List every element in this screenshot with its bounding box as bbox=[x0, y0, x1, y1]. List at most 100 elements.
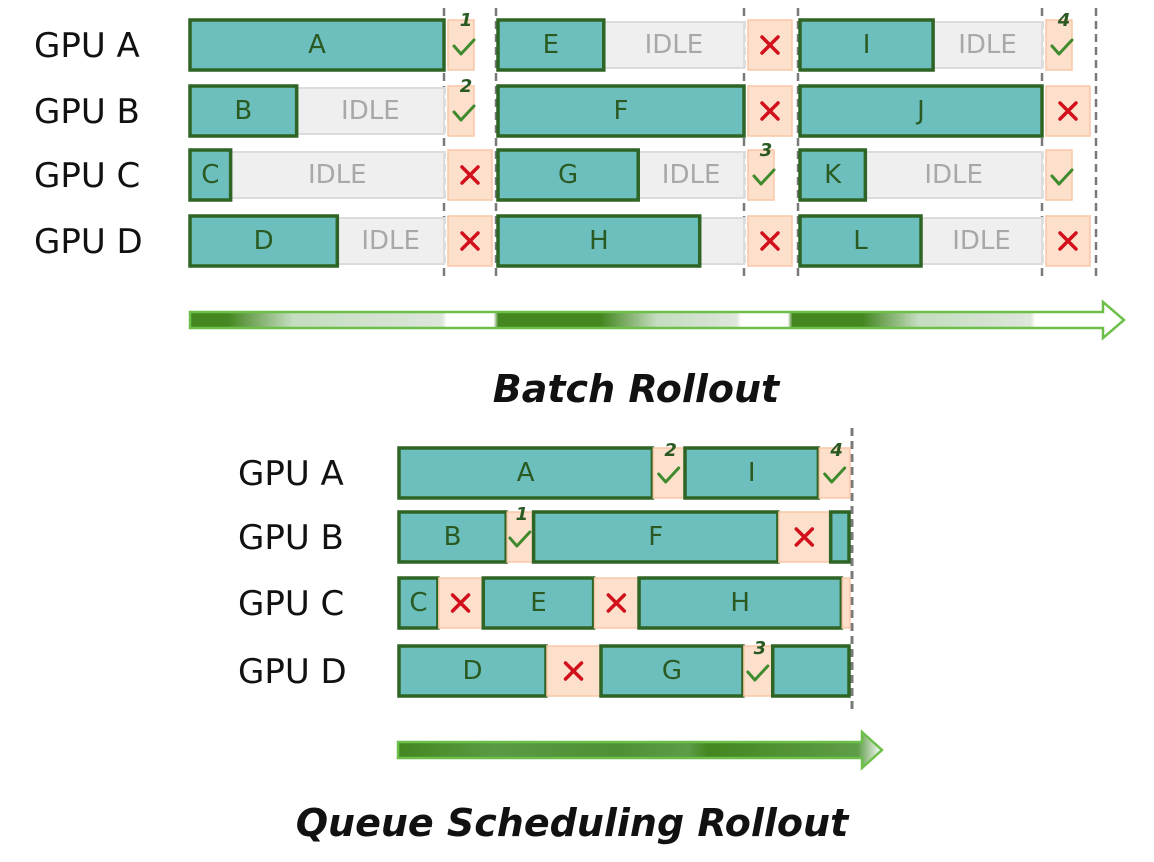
idle-label: IDLE bbox=[341, 96, 400, 126]
task-label: H bbox=[589, 226, 609, 256]
task-bar bbox=[798, 214, 923, 268]
task-bar bbox=[496, 148, 640, 202]
queue-arrow-shape bbox=[396, 729, 884, 771]
check-icon bbox=[1050, 168, 1074, 186]
task-label: F bbox=[648, 522, 663, 552]
task-bar bbox=[188, 18, 446, 72]
task-label: B bbox=[444, 522, 462, 552]
task-label: G bbox=[662, 656, 682, 686]
task-label: L bbox=[853, 226, 868, 256]
task-label: J bbox=[915, 96, 925, 126]
completion-order-label: 1 bbox=[516, 504, 529, 525]
gpu-label: GPU D bbox=[34, 222, 143, 262]
completion-order-label: 2 bbox=[664, 440, 677, 461]
task-bar bbox=[637, 576, 844, 630]
cross-icon bbox=[450, 593, 471, 613]
cross-icon bbox=[460, 165, 480, 185]
completion-order-label: 3 bbox=[760, 140, 773, 161]
gpu-label: GPU B bbox=[238, 518, 344, 558]
cross-icon bbox=[760, 101, 780, 121]
task-label: B bbox=[234, 96, 252, 126]
cross-icon bbox=[760, 231, 780, 251]
idle-label: IDLE bbox=[308, 160, 367, 190]
task-label: C bbox=[201, 160, 219, 190]
result-slot bbox=[818, 447, 851, 499]
cross-icon-stroke bbox=[794, 527, 815, 547]
check-icon bbox=[752, 168, 776, 186]
queue-row: B 1F bbox=[397, 504, 851, 564]
gpu-label: GPU C bbox=[34, 156, 140, 196]
completion-order-label: 4 bbox=[1057, 10, 1071, 31]
cross-icon-stroke bbox=[606, 593, 627, 613]
task-label: D bbox=[462, 656, 482, 686]
task-label: E bbox=[530, 588, 546, 618]
task-label: F bbox=[614, 96, 629, 126]
cross-icon-stroke bbox=[460, 231, 480, 251]
check-icon bbox=[508, 530, 532, 548]
batch-row: IDLE B 2 bbox=[188, 76, 476, 138]
task-bar bbox=[188, 148, 233, 202]
cross-icon-stroke bbox=[1058, 101, 1078, 121]
task-label: I bbox=[863, 30, 871, 60]
cross-icon bbox=[563, 661, 584, 681]
cross-icon bbox=[460, 231, 480, 251]
cross-icon bbox=[1058, 231, 1078, 251]
task-label: E bbox=[543, 30, 559, 60]
batch-rows: A1IDLEB2IDLECIDLEDIDLEEFIDLEG3HIDLEI4JID… bbox=[188, 10, 1091, 268]
check-icon bbox=[452, 104, 476, 122]
batch-row: A1 bbox=[188, 10, 476, 72]
check-icon bbox=[452, 38, 476, 56]
task-bar bbox=[496, 214, 702, 268]
cross-icon bbox=[794, 527, 815, 547]
task-label: A bbox=[308, 30, 326, 60]
cross-icon-stroke bbox=[760, 35, 780, 55]
idle-label: IDLE bbox=[958, 30, 1017, 60]
result-slot bbox=[1045, 149, 1073, 201]
task-label: K bbox=[824, 160, 842, 190]
completion-order-label: 1 bbox=[460, 10, 473, 31]
gpu-label: GPU A bbox=[34, 26, 140, 66]
cross-icon-stroke bbox=[1058, 231, 1078, 251]
batch-row: IDLE I 4 bbox=[798, 10, 1074, 72]
queue-rollout-title: Queue Scheduling Rollout bbox=[296, 801, 850, 845]
batch-row: H bbox=[496, 214, 793, 268]
task-bar bbox=[599, 644, 745, 698]
completion-order-label: 2 bbox=[460, 76, 473, 97]
task-bar bbox=[496, 84, 746, 138]
task-label: D bbox=[254, 226, 274, 256]
cross-icon bbox=[760, 35, 780, 55]
batch-row: F bbox=[496, 84, 793, 138]
task-bar bbox=[770, 644, 851, 698]
task-bar bbox=[397, 446, 655, 500]
cross-icon-stroke bbox=[760, 101, 780, 121]
task-bar bbox=[683, 446, 821, 500]
queue-timeline-arrow bbox=[396, 729, 884, 771]
completion-order-label: 4 bbox=[829, 440, 843, 461]
batch-arrow-shape bbox=[188, 299, 1126, 341]
idle-label: IDLE bbox=[645, 30, 704, 60]
cross-icon-stroke bbox=[760, 231, 780, 251]
cross-icon-stroke bbox=[460, 165, 480, 185]
task-bar bbox=[798, 84, 1044, 138]
cross-icon bbox=[606, 593, 627, 613]
check-icon bbox=[823, 466, 847, 484]
gpu-label: GPU C bbox=[238, 584, 344, 624]
check-icon bbox=[657, 466, 681, 484]
task-bar bbox=[397, 576, 440, 630]
batch-row: IDLE C bbox=[188, 148, 493, 202]
idle-label: IDLE bbox=[662, 160, 721, 190]
